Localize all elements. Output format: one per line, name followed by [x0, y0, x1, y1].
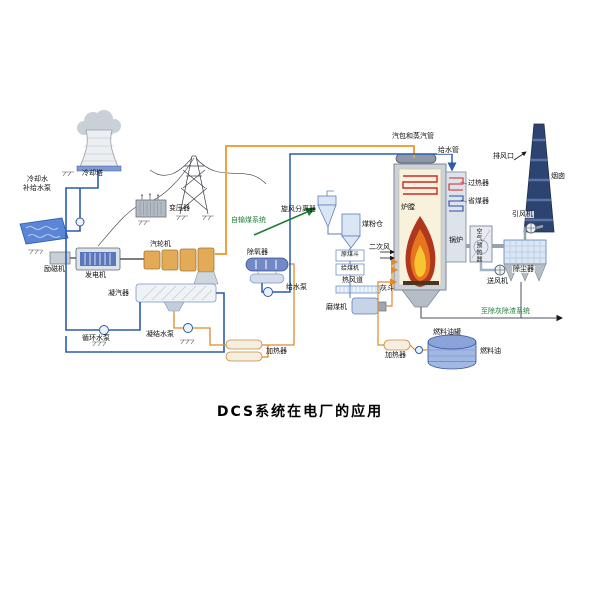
boiler-assembly	[393, 153, 467, 291]
generator	[75, 247, 121, 271]
coal-feeder-label: 给煤机	[341, 265, 360, 272]
deaerator-label: 除氧器	[247, 248, 268, 256]
transformer-label: 变压器	[169, 204, 190, 212]
generator-label: 发电机	[85, 271, 106, 279]
coal-chute-lines	[327, 227, 351, 298]
flame-core	[414, 245, 426, 277]
fd-fan-label: 送风机	[487, 277, 508, 285]
secondary-air-label: 二次风	[369, 243, 390, 251]
water-channel	[19, 217, 69, 245]
id-fan-label: 引风机	[511, 210, 534, 218]
feedwater-pump	[263, 287, 273, 297]
drum-steam-pipe-label: 汽包和蒸汽管	[391, 132, 435, 140]
ash-hopper-label: 灰斗	[380, 284, 394, 292]
condensate-pump-label: 凝结水泵	[146, 330, 174, 338]
makeup-pump-label-2: 补给水泵	[23, 184, 51, 192]
oil-heater-label: 加热器	[385, 351, 406, 359]
ground-hatches	[28, 171, 214, 347]
exciter	[49, 251, 76, 265]
ash-removal-label: 至除灰除渣系统	[481, 307, 530, 315]
secondary-air-arrows	[380, 249, 395, 261]
makeup-pump-label-1: 冷却水	[27, 175, 48, 183]
air-ducts	[479, 262, 495, 272]
boiler-label: 锅炉	[449, 236, 463, 244]
lp-heaters	[225, 339, 263, 362]
cooling-water-pipes	[65, 171, 225, 353]
fd-fan	[494, 264, 506, 276]
air-preheater-label: 空气预热器	[475, 228, 482, 263]
chimney-stack	[523, 123, 555, 233]
id-fan	[525, 222, 537, 234]
steam-drum	[395, 153, 437, 164]
superheater-coil	[402, 175, 438, 195]
coal-bunker	[341, 213, 361, 249]
coal-conveyor-line	[253, 207, 316, 236]
power-lines	[97, 157, 267, 247]
condensate-pipes	[173, 263, 295, 358]
steam-turbine	[143, 247, 215, 273]
dust-collector-label: 除尘器	[512, 265, 535, 273]
vent-arrow	[513, 151, 527, 161]
condenser-label: 凝汽器	[108, 289, 129, 297]
ash-line	[420, 307, 564, 322]
raw-coal-hopper-label: 原煤斗	[341, 251, 360, 258]
pumps	[75, 217, 423, 354]
steam-turbine-label: 汽轮机	[150, 240, 171, 248]
economizer-coil	[448, 195, 464, 212]
fuel-tank-label: 燃料油罐	[433, 328, 461, 336]
fuel-oil-tank	[427, 334, 477, 370]
feed-pump-label: 给水泵	[286, 283, 307, 291]
economizer-label: 省煤器	[468, 197, 489, 205]
superheater-label: 过热器	[468, 179, 489, 187]
oil-pump	[415, 346, 423, 354]
oil-heater	[383, 339, 411, 351]
transmission-tower	[179, 155, 209, 215]
circulating-pump-label: 循环水泵	[82, 334, 110, 342]
fuel-oil-label: 燃料油	[480, 347, 501, 355]
makeup-pump	[75, 217, 85, 227]
coal-mill	[351, 297, 387, 315]
air-outlet-label: 排风口	[493, 152, 514, 160]
feedwater-pipe-label: 给水管	[437, 146, 460, 154]
furnace-label: 炉膛	[401, 203, 415, 211]
transformer	[135, 193, 167, 218]
cooling-tower-label: 冷却塔	[82, 169, 103, 177]
cooling-tower	[76, 129, 122, 172]
steam-pipe	[215, 145, 415, 255]
turbine-exhaust-duct	[193, 271, 219, 285]
coal-bunker-label: 煤粉仓	[362, 220, 383, 228]
hot-air-duct-label: 热风道	[342, 276, 363, 284]
deaerator	[245, 257, 289, 284]
fuel-oil-line	[377, 278, 428, 351]
label-leaders	[459, 181, 468, 203]
stack-label: 烟囱	[551, 172, 565, 180]
lp-heater-label: 加热器	[266, 347, 287, 355]
coal-conveying-label: 自输煤系统	[231, 216, 266, 224]
cyclone-separator	[317, 190, 337, 229]
coal-mill-label: 磨煤机	[326, 303, 347, 311]
exciter-label: 励磁机	[44, 265, 65, 273]
circulating-pump	[99, 325, 109, 335]
ash-hopper-cone	[401, 289, 441, 308]
condenser	[135, 283, 217, 312]
hot-air-duct	[335, 285, 381, 294]
condensate-pump	[183, 323, 193, 333]
cyclone-label: 旋风分离器	[281, 205, 316, 213]
diagram-title: DCS系统在电厂的应用	[216, 404, 384, 420]
